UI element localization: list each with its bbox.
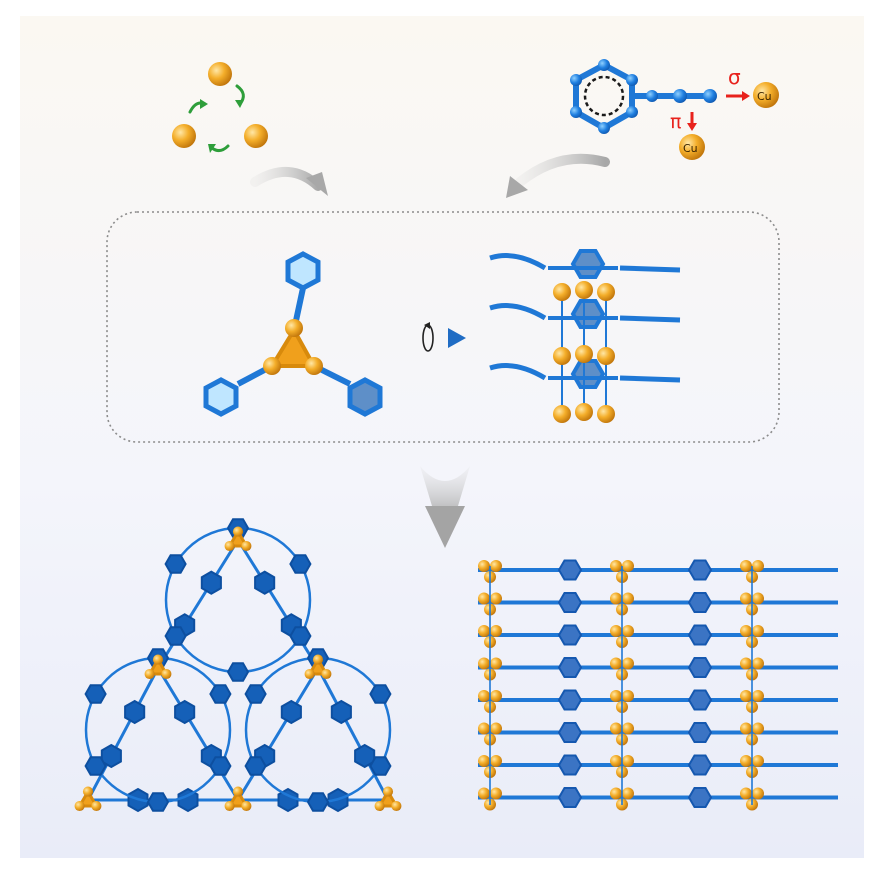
rotation-arrow-icon: [402, 322, 466, 352]
flow-arrow-left-head: [306, 172, 328, 196]
trinuclear-copper-complex-icon: [203, 251, 383, 417]
assembly-panel: [106, 211, 780, 443]
sigma-label: σ: [728, 65, 741, 89]
flow-arrow-right: [515, 153, 610, 187]
cu-atom-bottom: [679, 134, 705, 160]
copper-trimer-icon: [172, 62, 268, 153]
flow-arrow-right-head: [506, 176, 528, 198]
background-panel: [20, 16, 864, 858]
stacked-column-icon: [489, 249, 681, 423]
flow-arrow-down: [420, 466, 470, 548]
cu-label-right: Cu: [757, 90, 772, 103]
honeycomb-network-icon: [74, 518, 402, 813]
layered-framework-icon: [478, 559, 838, 811]
cu-label-bottom: Cu: [683, 142, 698, 155]
pi-label: π: [670, 111, 681, 133]
cu-atom-right: [753, 82, 779, 108]
phenylacetylide-ligand-icon: [570, 59, 717, 134]
